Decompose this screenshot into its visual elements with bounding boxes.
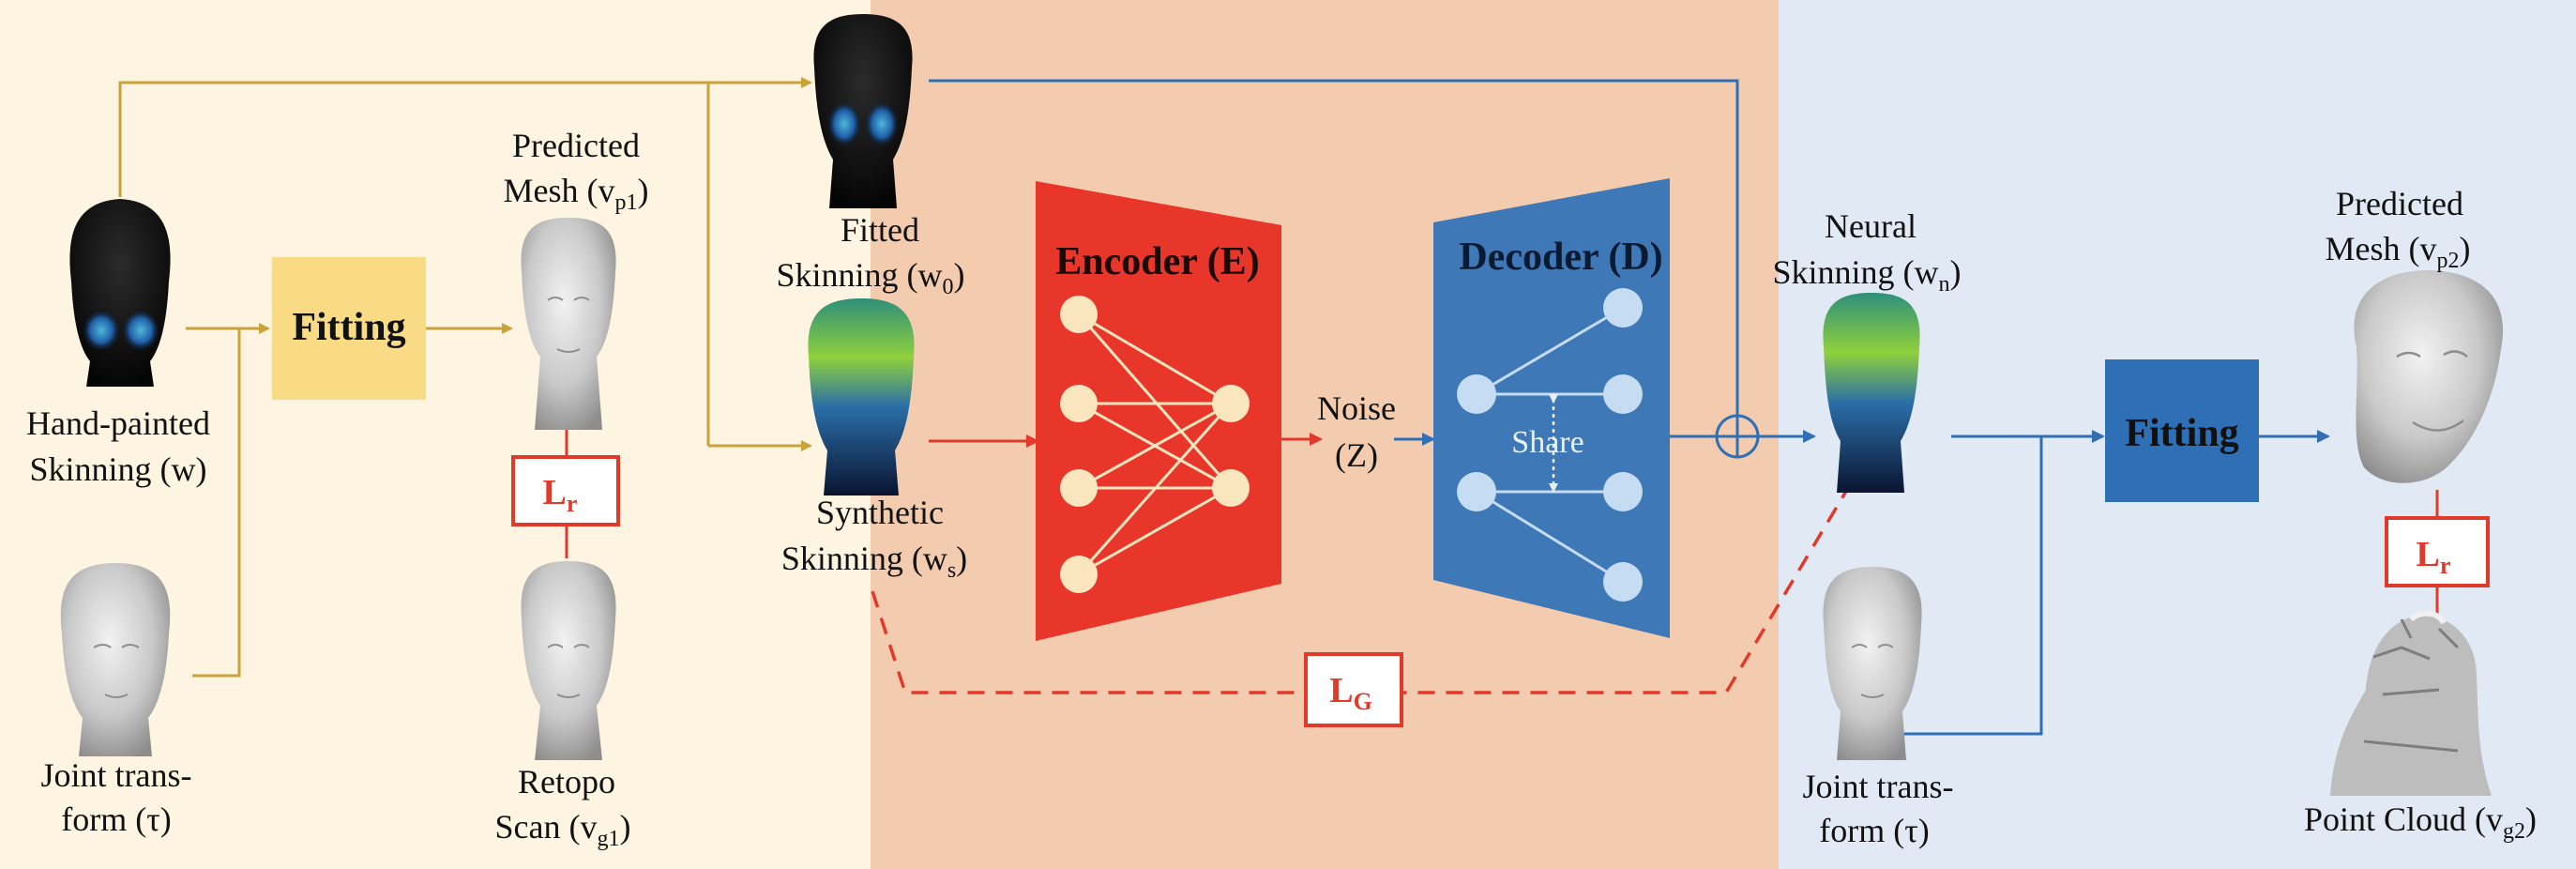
fitted-label-1: Fitted [841,211,919,249]
synthetic-label-2: Skinning (ws) [781,540,967,583]
blue-top-connector [929,79,1739,418]
pred-mesh2-label-1: Predicted [2336,185,2463,222]
encoder-node [1060,556,1098,593]
loss-r-left-label: Lr [543,473,578,517]
noise-label-2: (Z) [1335,436,1378,474]
encoder-node [1060,469,1098,507]
decoder-node [1603,374,1643,414]
retopo-label-2: Scan (vg1) [495,808,631,851]
loss-r-box-right [2385,516,2490,587]
encoder-edge [1078,313,1232,405]
encoder-edge [1078,402,1232,490]
joint-transform-head-right [1823,567,1922,760]
gold-connectors [118,77,812,678]
loss-r-right-label: Lr [2417,535,2451,579]
joint-right-label-2: form (τ) [1819,812,1929,849]
decoder-edge [1476,306,1624,396]
decoder-title: Decoder (D) [1459,236,1662,279]
hand-painted-head [69,199,171,387]
fitting-box-left [272,257,426,400]
decoder-network [1457,288,1643,602]
predicted-mesh-head-right [2354,270,2504,483]
encoder-edge [1077,313,1233,489]
decoder-edge [1476,490,1624,584]
encoder-node [1060,385,1098,422]
encoder-edge [1077,403,1233,575]
encoder-network [1060,296,1250,593]
noise-label-1: Noise [1317,389,1396,427]
point-cloud-scan [2330,610,2492,796]
neural-label-1: Neural [1825,207,1917,245]
synthetic-label-1: Synthetic [816,494,944,531]
encoder-title: Encoder (E) [1055,240,1259,283]
pred-mesh1-label-1: Predicted [512,127,640,164]
loss-g-label: LG [1329,671,1372,715]
synthetic-skinning-head [808,298,915,495]
neural-skinning-head [1823,293,1920,493]
fitting-box-right [2105,359,2259,502]
fitting-left-label: Fitting [292,306,405,349]
fitted-label-2: Skinning (w0) [776,256,964,299]
decoder-node [1457,472,1496,511]
joint-left-label-2: form (τ) [61,800,171,838]
joint-right-label-1: Joint trans- [1803,768,1954,805]
loss-g-box [1304,652,1403,727]
encoder-block [1036,181,1281,641]
retopo-label-1: Retopo [518,763,615,800]
point-cloud-label: Point Cloud (vg2) [2304,800,2537,844]
hand-painted-label-2: Skinning (w) [30,450,207,488]
decoder-node [1603,562,1643,602]
blue-connectors-right [1869,430,2330,736]
loss-r-box-left [511,455,620,526]
decoder-node [1603,288,1643,328]
pred-mesh2-label-2: Mesh (vp2) [2326,230,2471,273]
encoder-node [1212,385,1250,422]
encoder-node [1060,296,1098,333]
predicted-mesh-head-left [521,218,616,430]
fitted-skinning-head [813,14,913,208]
encoder-edge [1078,486,1232,576]
neural-label-2: Skinning (wn) [1772,253,1961,297]
pred-mesh1-label-2: Mesh (vp1) [504,172,649,215]
decoder-node [1603,472,1643,511]
retopo-scan-head [521,561,616,760]
joint-left-label-1: Joint trans- [41,756,192,794]
sum-circle [1715,414,1760,459]
fitting-right-label: Fitting [2125,412,2238,455]
joint-transform-head-left [60,563,171,756]
encoder-node [1212,469,1250,507]
hand-painted-label-1: Hand-painted [26,404,210,442]
decoder-node [1457,374,1496,414]
share-label: Share [1511,425,1583,460]
